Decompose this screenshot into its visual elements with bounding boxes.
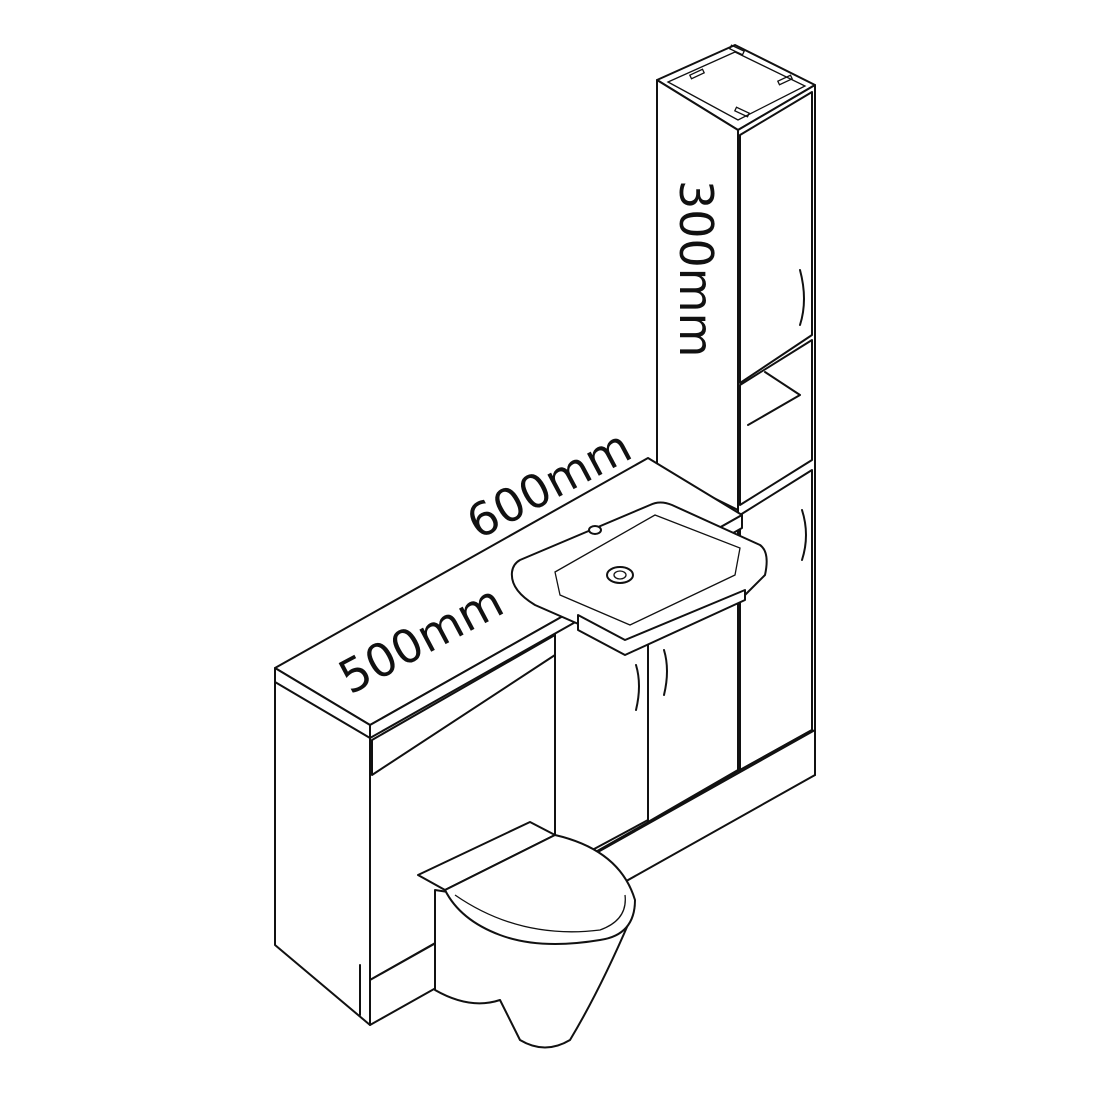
basin-bowl — [554, 514, 741, 626]
tall-cabinet — [656, 44, 816, 811]
vanity-handles — [635, 649, 668, 711]
shelf — [747, 371, 801, 426]
tap-hole — [588, 525, 602, 535]
basin — [510, 501, 768, 656]
plug-hole — [606, 566, 634, 584]
toilet-seat — [444, 834, 636, 945]
tall-unit-depth-label: 300mm — [669, 180, 723, 357]
open-shelf-niche — [739, 339, 813, 506]
toilet — [417, 821, 636, 1049]
wc-unit-top-panel — [371, 634, 556, 776]
base-unit-side — [274, 679, 371, 1026]
lower-door-handle — [801, 509, 807, 561]
basin-front-skirt — [577, 589, 746, 656]
tall-cabinet-upper-door — [739, 91, 813, 384]
upper-door-handle — [799, 269, 805, 326]
tall-cabinet-lower-door — [739, 469, 813, 771]
